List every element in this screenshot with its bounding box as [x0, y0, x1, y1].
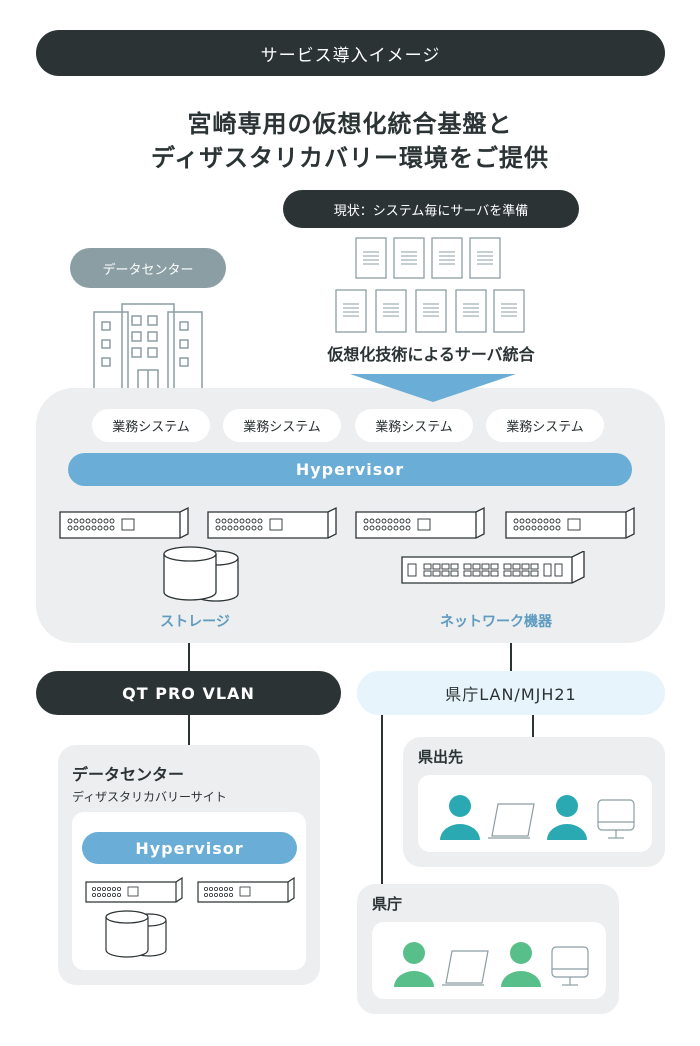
main-title-line1: 宮崎専用の仮想化統合基盤と — [187, 110, 513, 138]
business-system-4: 業務システム — [486, 409, 604, 442]
person-icon — [501, 942, 541, 987]
branch-users-icon — [440, 795, 635, 840]
storage-icon — [163, 546, 239, 602]
connector-line — [188, 715, 190, 745]
virtualization-label: 仮想化技術によるサーバ統合 — [327, 345, 535, 364]
prefecture-users-icon — [394, 942, 589, 987]
building-icon — [93, 303, 203, 397]
current-status-pill: 現状：システム毎にサーバを準備 — [283, 190, 579, 228]
prefecture-lan-pill: 県庁LAN/MJH21 — [357, 671, 665, 715]
server-racks-icon — [335, 237, 525, 333]
monitor-icon — [551, 946, 589, 986]
business-system-1: 業務システム — [92, 409, 210, 442]
hypervisor-bar: Hypervisor — [68, 453, 632, 486]
physical-servers-icon — [59, 507, 635, 539]
datacenter-pill: データセンター — [70, 248, 226, 288]
dr-servers-icon — [85, 877, 295, 903]
network-equipment-caption: ネットワーク機器 — [440, 614, 552, 630]
business-system-3: 業務システム — [355, 409, 473, 442]
qt-pro-vlan-pill: QT PRO VLAN — [36, 671, 341, 715]
connector-line — [188, 643, 190, 671]
storage-caption: ストレージ — [160, 614, 230, 630]
person-icon — [547, 795, 587, 840]
business-system-2: 業務システム — [223, 409, 341, 442]
network-switch-icon — [401, 551, 585, 584]
dr-site-title: データセンター — [72, 765, 185, 784]
connector-line — [381, 715, 383, 885]
dr-site-subtitle: ディザスタリカバリーサイト — [72, 790, 227, 804]
laptop-icon — [488, 803, 535, 839]
main-title-line2: ディザスタリカバリー環境をご提供 — [150, 144, 550, 172]
person-icon — [394, 942, 434, 987]
connector-line — [510, 643, 512, 671]
monitor-icon — [597, 799, 635, 839]
dr-hypervisor-bar: Hypervisor — [82, 832, 297, 864]
branch-office-title: 県出先 — [418, 748, 464, 766]
dr-storage-icon — [105, 910, 167, 958]
service-image-banner: サービス導入イメージ — [36, 30, 665, 76]
connector-line — [532, 715, 534, 737]
down-arrow-icon — [350, 374, 516, 402]
laptop-icon — [442, 950, 489, 986]
person-icon — [440, 795, 480, 840]
prefecture-office-title: 県庁 — [372, 895, 403, 913]
